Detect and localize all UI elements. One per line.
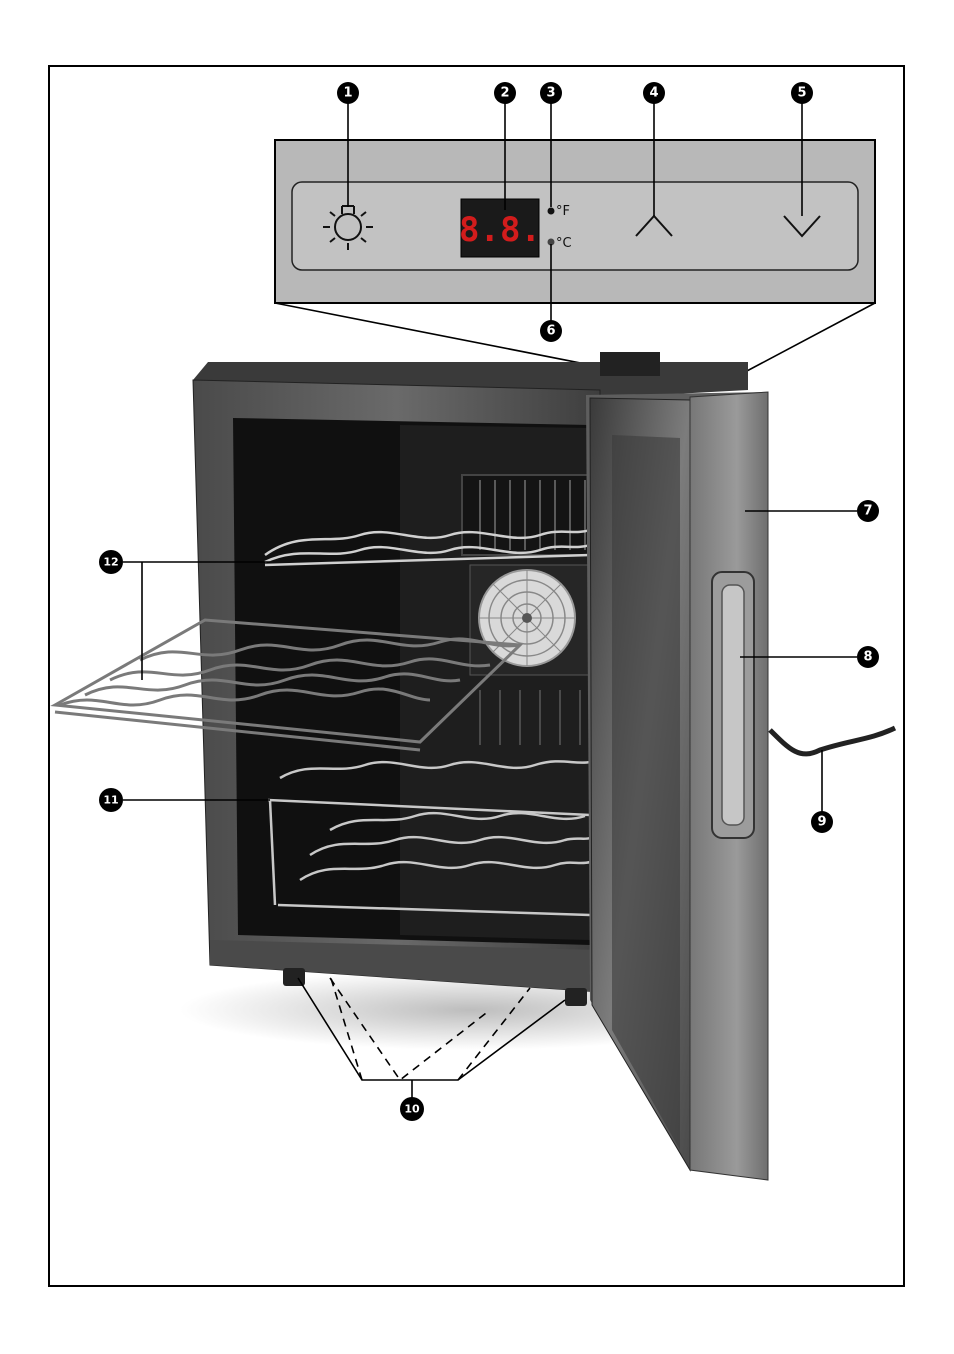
svg-text:6: 6 xyxy=(546,324,555,339)
fahrenheit-label: °F xyxy=(556,204,570,219)
control-panel: 8.8. °F °C xyxy=(275,140,875,303)
control-panel-bezel xyxy=(292,182,858,270)
heat-sink xyxy=(462,475,590,555)
callout-11: 11 xyxy=(99,788,123,812)
callout-2: 2 xyxy=(494,82,516,104)
handle-grip xyxy=(722,585,744,825)
svg-text:2: 2 xyxy=(500,86,509,101)
celsius-label: °C xyxy=(556,236,572,251)
svg-text:10: 10 xyxy=(404,1103,420,1116)
callout-6: 6 xyxy=(540,320,562,342)
svg-text:4: 4 xyxy=(649,86,658,101)
svg-text:8: 8 xyxy=(863,650,872,665)
power-cord xyxy=(770,728,895,754)
svg-text:1: 1 xyxy=(343,86,352,101)
svg-text:9: 9 xyxy=(817,815,826,830)
callout-1: 1 xyxy=(337,82,359,104)
door-glass-inner xyxy=(612,435,680,1150)
temperature-display: 8.8. xyxy=(459,199,541,257)
callout-9: 9 xyxy=(811,811,833,833)
svg-text:12: 12 xyxy=(103,556,118,569)
svg-text:11: 11 xyxy=(103,794,118,807)
callout-12: 12 xyxy=(99,550,123,574)
svg-text:7: 7 xyxy=(863,504,872,519)
callout-3: 3 xyxy=(540,82,562,104)
display-digits: 8.8. xyxy=(459,210,541,250)
front-right-foot xyxy=(565,988,587,1006)
callout-8: 8 xyxy=(857,646,879,668)
callout-10: 10 xyxy=(400,1097,424,1121)
callout-7: 7 xyxy=(857,500,879,522)
svg-text:3: 3 xyxy=(546,86,555,101)
callout-5: 5 xyxy=(791,82,813,104)
top-control-strip xyxy=(600,352,660,376)
door-handle[interactable] xyxy=(712,572,754,838)
callout-4: 4 xyxy=(643,82,665,104)
cooling-fan xyxy=(470,565,590,675)
svg-text:5: 5 xyxy=(797,86,806,101)
wine-cooler xyxy=(55,352,895,1180)
fahrenheit-led xyxy=(548,208,555,215)
